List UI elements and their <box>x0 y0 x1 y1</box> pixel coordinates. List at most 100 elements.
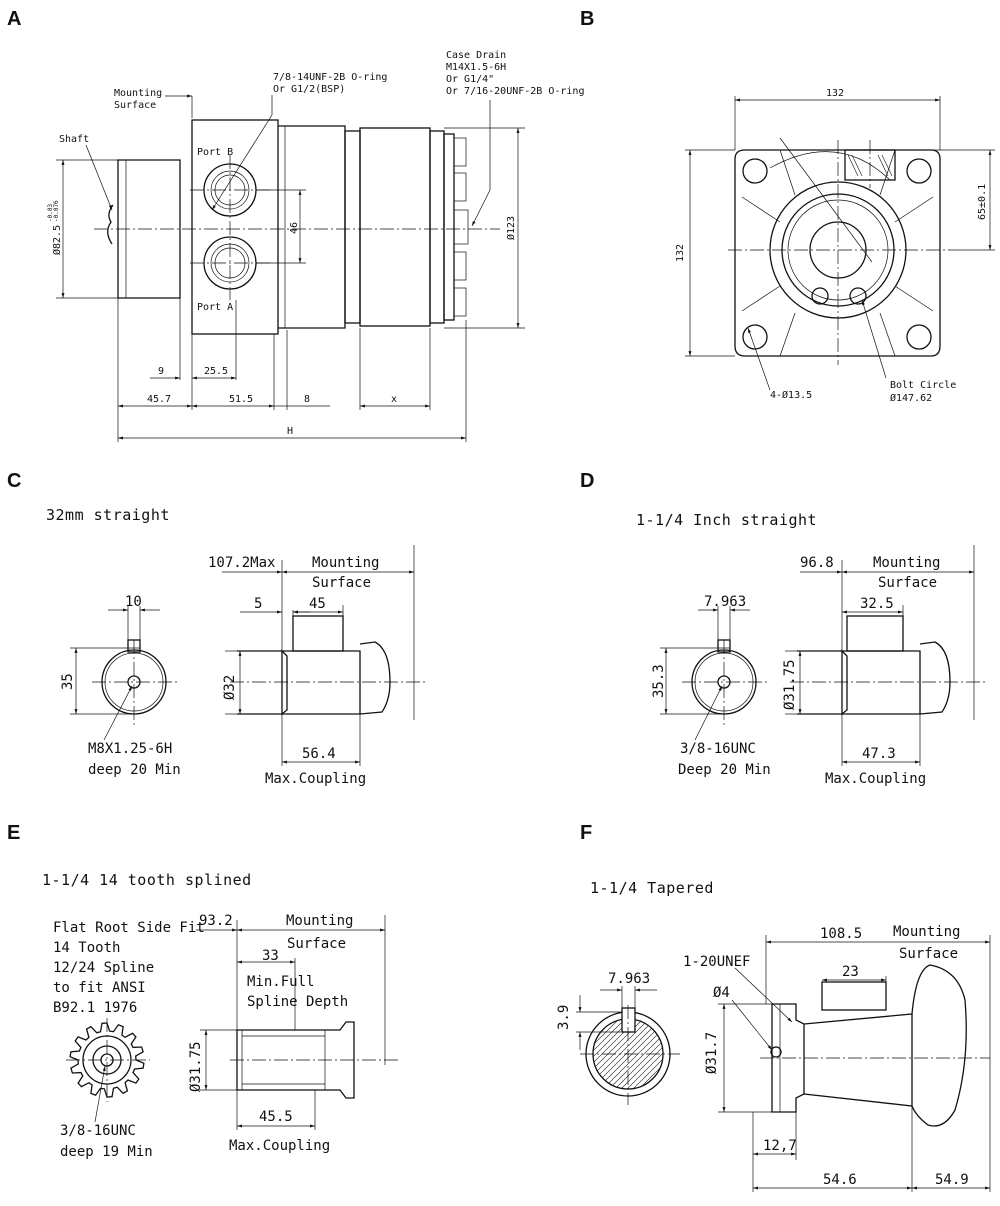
c-dim-5: 5 <box>254 596 262 612</box>
e-min-full-1: Min.Full <box>247 974 314 990</box>
e-thread-1: 3/8-16UNC <box>60 1123 136 1139</box>
e-min-full-2: Spline Depth <box>247 994 348 1010</box>
e-dim-93-2: 93.2 <box>199 913 233 929</box>
a-mounting-label-1: Mounting <box>114 88 162 99</box>
a-dim-46: 46 <box>289 222 300 234</box>
d-dim-32-5: 32.5 <box>860 596 894 612</box>
b-dim-132-side: 132 <box>675 244 686 262</box>
d-dim-7-963: 7.963 <box>704 594 746 610</box>
c-mounting-1: Mounting <box>312 555 379 571</box>
a-case-drain-1: Case Drain <box>446 50 506 61</box>
d-dim-31-75: Ø31.75 <box>782 659 798 710</box>
panel-c-shaft-32mm: 10 35 M8X1.25-6H deep 20 Min 107.2Max Mo… <box>60 545 428 787</box>
e-spline-note-1: Flat Root Side Fit <box>53 920 205 936</box>
caption-c: 32mm straight <box>46 506 170 524</box>
e-dim-45-5: 45.5 <box>259 1109 293 1125</box>
e-spline-note-5: B92.1 1976 <box>53 1000 137 1016</box>
b-dim-132-top: 132 <box>826 88 844 99</box>
section-hatch-line <box>593 1019 625 1089</box>
f-dim-31-7: Ø31.7 <box>704 1032 720 1074</box>
d-dim-35-3: 35.3 <box>651 664 667 698</box>
caption-f: 1-1/4 Tapered <box>590 879 714 897</box>
e-spline-note-4: to fit ANSI <box>53 980 146 996</box>
f-dim-54-9: 54.9 <box>935 1172 969 1188</box>
d-mounting-1: Mounting <box>873 555 940 571</box>
d-dim-47-3: 47.3 <box>862 746 896 762</box>
a-case-drain-2: M14X1.5-6H <box>446 62 506 73</box>
d-thread-1: 3/8-16UNC <box>680 741 756 757</box>
c-dim-45: 45 <box>309 596 326 612</box>
a-dim-9: 9 <box>158 366 164 377</box>
c-dim-56-4: 56.4 <box>302 746 336 762</box>
b-bolt-circle-2: Ø147.62 <box>890 392 932 404</box>
panel-b-front-view: 132 132 65±0.1 4-Ø13.5 Bolt Circle Ø147.… <box>675 88 995 404</box>
e-mounting-2: Surface <box>287 936 346 952</box>
a-shaft-dia: Ø82.5 <box>51 225 63 255</box>
c-thread-2: deep 20 Min <box>88 762 181 778</box>
a-case-drain-4: Or 7/16-20UNF-2B O-ring <box>446 86 584 97</box>
panel-e-shaft-splined: Flat Root Side Fit 14 Tooth 12/24 Spline… <box>53 913 400 1160</box>
d-dim-96-8: 96.8 <box>800 555 834 571</box>
a-shaft-tol-1: -0.03 <box>47 204 54 222</box>
a-dim-123: Ø123 <box>505 216 517 240</box>
a-dim-x: x <box>391 394 397 405</box>
f-dim-3-9: 3.9 <box>556 1005 572 1030</box>
panel-label-b: B <box>580 8 595 30</box>
section-hatch-line <box>508 1014 588 1094</box>
e-dim-31-75: Ø31.75 <box>188 1041 204 1092</box>
section-hatch-line <box>593 1019 613 1089</box>
d-thread-2: Deep 20 Min <box>678 762 771 778</box>
a-case-drain-3: Or G1/4" <box>446 74 494 85</box>
a-dim-51-5: 51.5 <box>229 394 253 405</box>
d-mounting-2: Surface <box>878 575 937 591</box>
b-dim-65: 65±0.1 <box>977 184 988 220</box>
a-dim-25-5: 25.5 <box>204 366 228 377</box>
panel-label-a: A <box>7 8 22 30</box>
section-hatch-line <box>627 1019 663 1089</box>
caption-e: 1-1/4 14 tooth splined <box>42 871 252 889</box>
a-port-thread-1: 7/8-14UNF-2B O-ring <box>273 72 387 83</box>
a-port-b-label: Port B <box>197 147 233 158</box>
c-dim-10: 10 <box>125 594 142 610</box>
b-bolt-circle-1: Bolt Circle <box>890 380 956 391</box>
c-dim-107: 107.2Max <box>208 555 275 571</box>
caption-d: 1-1/4 Inch straight <box>636 511 818 529</box>
a-dim-45-7: 45.7 <box>147 394 171 405</box>
a-port-thread-2: Or G1/2(BSP) <box>273 84 345 95</box>
f-dim-7-963: 7.963 <box>608 971 650 987</box>
a-dim-8: 8 <box>304 394 310 405</box>
c-thread-1: M8X1.25-6H <box>88 741 172 757</box>
e-thread-2: deep 19 Min <box>60 1144 153 1160</box>
panel-label-f: F <box>580 822 593 844</box>
panel-label-c: C <box>7 470 22 492</box>
panel-label-d: D <box>580 470 595 492</box>
section-hatch-line <box>633 1019 663 1089</box>
f-dim-54-6: 54.6 <box>823 1172 857 1188</box>
a-shaft-label: Shaft <box>59 134 89 145</box>
section-hatch-line <box>603 1019 663 1089</box>
panel-d-shaft-inch: 7.963 35.3 3/8-16UNC Deep 20 Min 96.8 Mo… <box>651 545 988 787</box>
d-max-coupling: Max.Coupling <box>825 771 926 787</box>
a-dim-h: H <box>287 426 293 437</box>
panel-a-side-view: Mounting Surface Shaft 7/8-14UNF-2B O-ri… <box>47 50 584 442</box>
c-dim-35: 35 <box>60 673 76 690</box>
panel-f-shaft-tapered: 7.963 3.9 1-20UNEF Ø4 Ø31.7 108.5 Mounti… <box>508 924 991 1192</box>
a-mounting-label-2: Surface <box>114 100 156 111</box>
f-dim-12-7: 12,7 <box>763 1138 797 1154</box>
f-thread: 1-20UNEF <box>683 954 750 970</box>
a-port-a-label: Port A <box>197 302 233 313</box>
f-dim-108-5: 108.5 <box>820 926 862 942</box>
c-mounting-2: Surface <box>312 575 371 591</box>
e-spline-note-3: 12/24 Spline <box>53 960 154 976</box>
f-dim-4: Ø4 <box>713 985 730 1001</box>
f-mounting-1: Mounting <box>893 924 960 940</box>
c-dim-32: Ø32 <box>222 675 238 700</box>
a-shaft-tol-2: -0.076 <box>53 200 60 222</box>
section-hatch-line <box>593 1019 631 1089</box>
c-max-coupling: Max.Coupling <box>265 771 366 787</box>
section-hatch-line <box>621 1019 663 1089</box>
e-dim-33: 33 <box>262 948 279 964</box>
e-spline-note-2: 14 Tooth <box>53 940 120 956</box>
panel-label-e: E <box>7 822 21 844</box>
